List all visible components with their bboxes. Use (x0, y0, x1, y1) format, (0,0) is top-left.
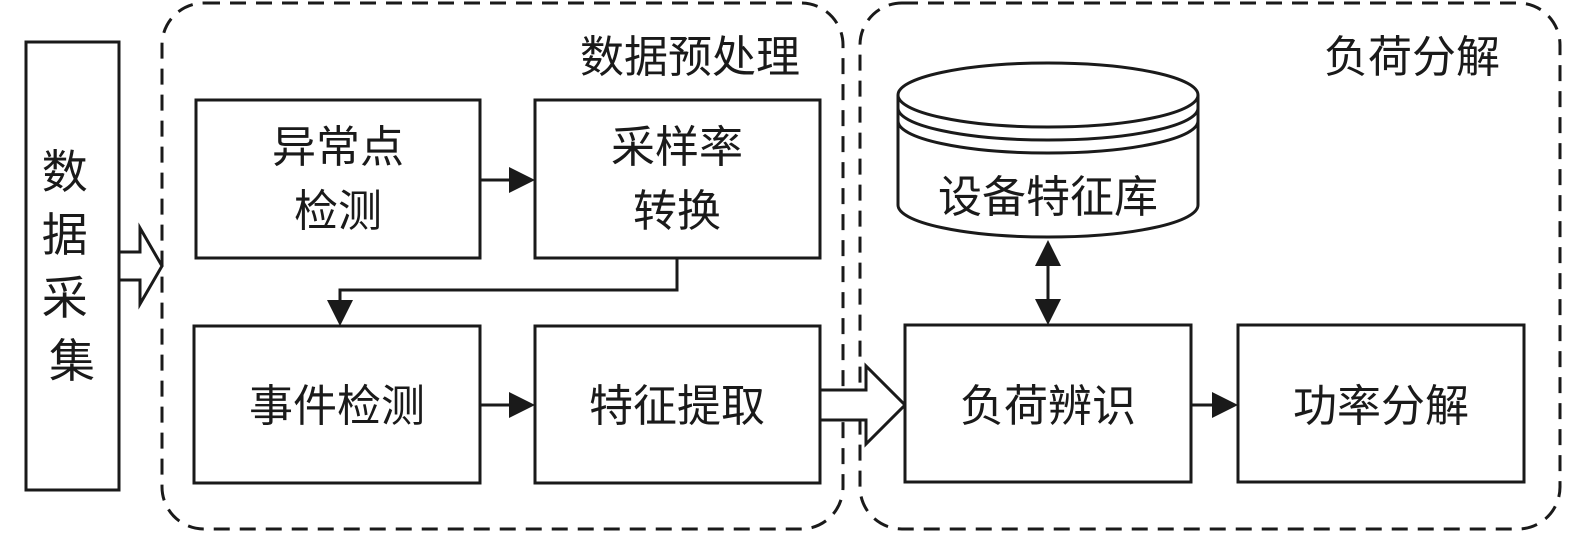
resample-to-event-arrowhead (327, 300, 353, 326)
collect-to-preprocess-arrow (117, 222, 164, 310)
power-decomposition-box (1236, 323, 1526, 484)
data-collection-label: 数 据 采 集 (42, 145, 103, 388)
sample-rate-conversion-box (533, 98, 822, 260)
decompose-group-title: 负荷分解 (1324, 32, 1500, 83)
anomaly-detection-box (194, 98, 482, 260)
feature-to-identify-arrow (818, 362, 908, 448)
sample-rate-label-line1: 采样率 (611, 122, 743, 173)
load-identification-box (903, 323, 1193, 484)
anomaly-detection-label-line1: 异常点 (272, 122, 404, 173)
event-to-feature-arrowhead (509, 392, 535, 418)
anomaly-to-resample-arrowhead (509, 167, 535, 193)
power-decomposition-label: 功率分解 (1293, 381, 1469, 432)
feature-extraction-box (533, 324, 822, 485)
identify-arrowhead-down (1035, 299, 1061, 325)
sample-rate-label-line2: 转换 (633, 186, 721, 237)
database-label: 设备特征库 (938, 172, 1158, 223)
event-detection-box (192, 324, 482, 485)
load-identification-label: 负荷辨识 (960, 381, 1136, 432)
identify-to-power-arrowhead (1212, 392, 1238, 418)
database-arrowhead-up (1035, 240, 1061, 266)
preprocess-group-title: 数据预处理 (580, 32, 800, 83)
feature-extraction-label: 特征提取 (589, 381, 765, 432)
anomaly-detection-label-line2: 检测 (294, 186, 382, 237)
decompose-group (858, 1, 1562, 531)
event-detection-label: 事件检测 (249, 381, 425, 432)
resample-to-event-line (338, 258, 679, 304)
device-feature-database (896, 61, 1200, 239)
data-collection-box (24, 40, 121, 492)
